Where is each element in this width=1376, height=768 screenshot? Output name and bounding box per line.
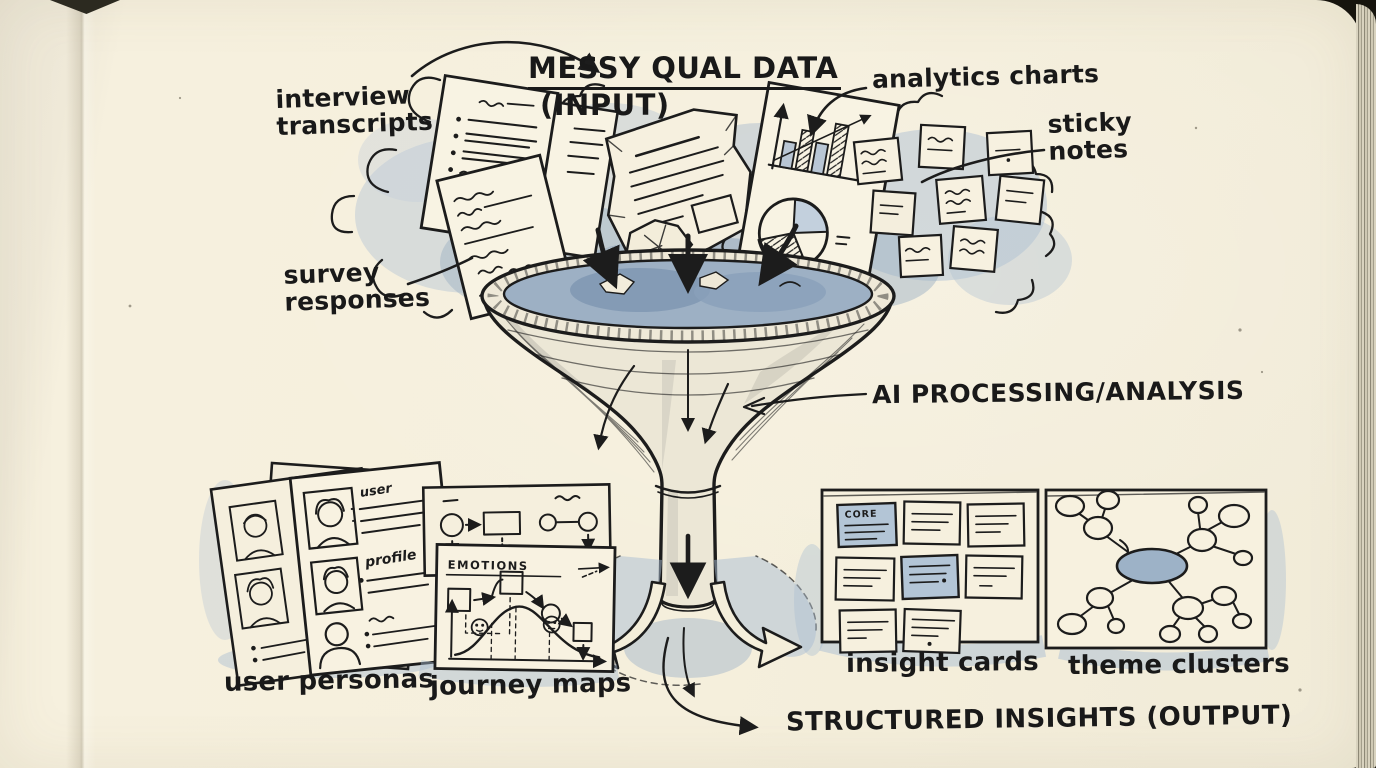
label-interview-transcripts: interview transcripts: [275, 80, 434, 141]
output-pointer-arrow: [662, 627, 759, 736]
persona-card-front: user profile: [288, 461, 462, 677]
sticky-pointer-line: [920, 148, 1046, 184]
insight-card-core: CORE: [836, 501, 898, 549]
funnel-inner-arrows: [593, 349, 730, 600]
title-suffix: (INPUT): [540, 88, 670, 123]
label-journey-maps: journey maps: [429, 668, 632, 702]
interview-pointer-arrow: [410, 40, 601, 78]
insight-board-drawing: CORE: [794, 488, 1047, 667]
output-arrow-right: [709, 580, 803, 669]
diagram-title: MESSY QUAL DATA (INPUT): [528, 22, 842, 123]
title-underlined: MESSY QUAL DATA: [528, 52, 842, 91]
label-user-personas: user personas: [223, 664, 435, 698]
label-insight-cards: insight cards: [845, 646, 1040, 680]
bar-chart-sketch: [767, 102, 872, 183]
persona-word-user: user: [359, 481, 395, 501]
paper-specks: [128, 96, 1302, 692]
sticky-notes-drawing: [852, 123, 1046, 279]
theme-cluster-drawing: [1044, 488, 1286, 671]
label-ai-processing: AI PROCESSING/ANALYSIS: [871, 375, 1245, 410]
ai-pointer-arrow: [742, 392, 868, 416]
emotion-curve: [444, 598, 608, 669]
journey-map-drawing: EMOTIONS: [418, 483, 620, 688]
journey-frame-front: EMOTIONS: [433, 543, 617, 673]
label-analytics-charts: analytics charts: [871, 59, 1100, 94]
insight-word-core: CORE: [844, 509, 877, 521]
personas-drawing: user profile: [199, 461, 462, 688]
label-sticky-notes: sticky notes: [1047, 106, 1133, 166]
label-survey-responses: survey responses: [283, 257, 431, 317]
analytics-pointer-arrow: [807, 86, 868, 137]
funnel-input-arrows: [582, 223, 799, 294]
cluster-nodes: [1054, 489, 1254, 644]
label-theme-clusters: theme clusters: [1067, 648, 1290, 682]
journey-word-emotions: EMOTIONS: [448, 558, 529, 573]
insight-card-blue: [900, 553, 960, 601]
page-edge-stack: [1356, 4, 1376, 768]
survey-pointer-line: [406, 256, 474, 286]
